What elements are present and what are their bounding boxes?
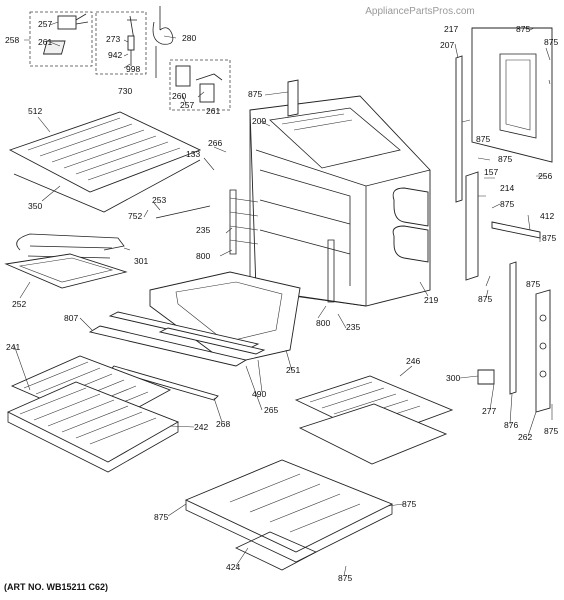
- art-number: (ART NO. WB15211 C62): [4, 582, 108, 592]
- callout-246: 246: [406, 356, 420, 366]
- callout-512: 512: [28, 106, 42, 116]
- callout-labels: 257 261 258 273 942 998 730 280 260 257 …: [5, 19, 558, 583]
- callout-875-a: 875: [248, 89, 262, 99]
- callout-752: 752: [128, 211, 142, 221]
- callout-253: 253: [152, 195, 166, 205]
- part-246-broiler-pan: [294, 375, 454, 465]
- part-942-sensor: [127, 35, 135, 51]
- callout-875-k: 875: [154, 512, 168, 522]
- callout-807: 807: [64, 313, 78, 323]
- callout-257-a: 257: [38, 19, 52, 29]
- callout-875-b: 875: [516, 24, 530, 34]
- callout-207: 207: [440, 40, 454, 50]
- callout-875-i: 875: [526, 279, 540, 289]
- callout-490: 490: [252, 389, 266, 399]
- callout-258: 258: [5, 35, 19, 45]
- leader-lines: [13, 21, 553, 577]
- callout-875-f: 875: [500, 199, 514, 209]
- callout-875-g: 875: [542, 233, 556, 243]
- part-252-broil-element: [4, 253, 128, 289]
- part-251-inner-panel: [149, 271, 301, 365]
- part-209-bracket: [287, 79, 299, 117]
- part-261-switch: [199, 83, 215, 103]
- callout-942: 942: [108, 50, 122, 60]
- watermark-text: AppliancePartsPros.com: [365, 6, 475, 17]
- callout-424: 424: [226, 562, 240, 572]
- callout-875-l: 875: [402, 499, 416, 509]
- callout-800-a: 800: [196, 251, 210, 261]
- part-512-top-cover: [8, 111, 202, 213]
- part-261-module: [42, 40, 66, 55]
- callout-257-b: 257: [180, 100, 194, 110]
- part-807-trim: [88, 325, 248, 367]
- part-424-bottom-frame: [184, 459, 394, 571]
- part-257-switch: [175, 65, 191, 87]
- callout-260: 260: [172, 91, 186, 101]
- callout-235-b: 235: [346, 322, 360, 332]
- callout-261-b: 261: [206, 106, 220, 116]
- callout-875-e: 875: [498, 154, 512, 164]
- part-412-brace: [491, 221, 541, 239]
- callout-262: 262: [518, 432, 532, 442]
- part-300-latch: [477, 369, 495, 385]
- part-214-side-rail: [465, 171, 479, 281]
- callout-133: 133: [186, 149, 200, 159]
- callout-277: 277: [482, 406, 496, 416]
- part-265-trim: [158, 327, 266, 355]
- callout-875-c: 875: [544, 37, 558, 47]
- part-257-control: [57, 15, 77, 30]
- callout-265: 265: [264, 405, 278, 415]
- part-207-rail: [455, 55, 463, 203]
- part-876-rail: [509, 261, 517, 395]
- thermostat-kit-group: [29, 11, 93, 67]
- callout-301: 301: [134, 256, 148, 266]
- part-262-hinge-panel: [535, 289, 551, 413]
- callout-241: 241: [6, 342, 20, 352]
- callout-242: 242: [194, 422, 208, 432]
- callout-280: 280: [182, 33, 196, 43]
- callout-300: 300: [446, 373, 460, 383]
- callout-209: 209: [252, 116, 266, 126]
- callout-217: 217: [444, 24, 458, 34]
- callout-219: 219: [424, 295, 438, 305]
- part-235-rack-support: [229, 189, 335, 303]
- callout-875-j: 875: [544, 426, 558, 436]
- callout-235-a: 235: [196, 225, 210, 235]
- callout-998: 998: [126, 64, 140, 74]
- callout-730: 730: [118, 86, 132, 96]
- callout-214: 214: [500, 183, 514, 193]
- callout-268: 268: [216, 419, 230, 429]
- oven-cavity: [249, 95, 431, 307]
- callout-256: 256: [538, 171, 552, 181]
- callout-800-b: 800: [316, 318, 330, 328]
- callout-876: 876: [504, 420, 518, 430]
- callout-251: 251: [286, 365, 300, 375]
- part-242-oven-rack: [6, 381, 180, 473]
- callout-252: 252: [12, 299, 26, 309]
- callout-412: 412: [540, 211, 554, 221]
- callout-157: 157: [484, 167, 498, 177]
- sensor-kit-group: [95, 11, 147, 75]
- callout-875-d: 875: [476, 134, 490, 144]
- callout-875-h: 875: [478, 294, 492, 304]
- callout-266: 266: [208, 138, 222, 148]
- part-280-probe: [152, 6, 174, 78]
- callout-273: 273: [106, 34, 120, 44]
- latch-kit-group: [169, 59, 231, 111]
- part-217-rear-panel: [471, 27, 553, 163]
- callout-261-a: 261: [38, 37, 52, 47]
- callout-350: 350: [28, 201, 42, 211]
- callout-875-m: 875: [338, 573, 352, 583]
- part-253-rod: [155, 205, 211, 219]
